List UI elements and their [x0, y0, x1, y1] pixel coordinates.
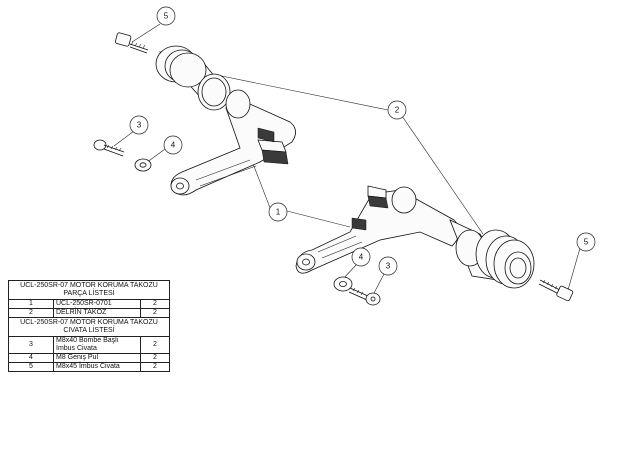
item-quantity: 2 [140, 308, 170, 318]
bolt-list-header: UCL-250SR-07 MOTOR KORUMA TAKOZU CIVATA … [8, 317, 170, 337]
item-number: 4 [8, 353, 54, 363]
leader-lines [113, 23, 581, 296]
balloon-2: 2 [387, 100, 407, 120]
svg-text:3: 3 [137, 121, 142, 130]
balloon-5-lower: 5 [576, 232, 596, 252]
table-row: 1 UCL-250SR-0701 2 [8, 299, 170, 309]
item-quantity: 2 [140, 336, 170, 354]
svg-text:3: 3 [386, 262, 391, 271]
item-description: M8 Geniş Pul [53, 353, 141, 363]
parts-list-table: UCL-250SR-07 MOTOR KORUMA TAKOZU PARÇA L… [8, 280, 170, 372]
item-number: 2 [8, 308, 54, 318]
balloon-4-upper: 4 [163, 135, 183, 155]
bolt-3-upper [93, 139, 125, 157]
item-description: M8x40 Bombe Başlı İmbus Civata [53, 336, 141, 354]
table-row: 5 M8x45 İmbus Civata 2 [8, 362, 170, 372]
table-row: 4 M8 Geniş Pul 2 [8, 353, 170, 363]
svg-text:5: 5 [584, 238, 589, 247]
table-row: 3 M8x40 Bombe Başlı İmbus Civata 2 [8, 336, 170, 354]
balloon-4-lower: 4 [351, 247, 371, 267]
delrin-plug-upper [155, 45, 233, 111]
bolt-3-lower [348, 287, 381, 306]
washer-4-lower [333, 276, 353, 292]
parts-list-header-row: UCL-250SR-07 MOTOR KORUMA TAKOZU PARÇA L… [8, 280, 170, 300]
svg-text:4: 4 [171, 141, 176, 150]
item-description: DELRİN TAKOZ [53, 308, 141, 318]
balloon-1: 1 [268, 202, 288, 222]
item-description: M8x45 İmbus Civata [53, 362, 141, 372]
balloon-3-upper: 3 [129, 115, 149, 135]
bolt-5-upper [114, 32, 149, 54]
item-description: UCL-250SR-0701 [53, 299, 141, 309]
svg-text:5: 5 [164, 12, 169, 21]
balloon-3-lower: 3 [378, 256, 398, 276]
bolt-list-header-row: UCL-250SR-07 MOTOR KORUMA TAKOZU CIVATA … [8, 317, 170, 337]
item-quantity: 2 [140, 299, 170, 309]
balloon-5-upper: 5 [156, 6, 176, 26]
bracket-arm-lower [295, 185, 460, 274]
item-number: 3 [8, 336, 54, 354]
delrin-plug-lower [449, 219, 535, 289]
washer-4-upper [134, 158, 152, 172]
parts-list-header: UCL-250SR-07 MOTOR KORUMA TAKOZU PARÇA L… [8, 280, 170, 300]
svg-text:1: 1 [276, 208, 281, 217]
item-quantity: 2 [140, 353, 170, 363]
svg-text:2: 2 [395, 106, 400, 115]
item-number: 1 [8, 299, 54, 309]
bolt-5-lower [538, 279, 574, 302]
item-number: 5 [8, 362, 54, 372]
svg-text:4: 4 [359, 253, 364, 262]
bracket-arm-upper [170, 89, 296, 196]
table-row: 2 DELRİN TAKOZ 2 [8, 308, 170, 318]
item-quantity: 2 [140, 362, 170, 372]
